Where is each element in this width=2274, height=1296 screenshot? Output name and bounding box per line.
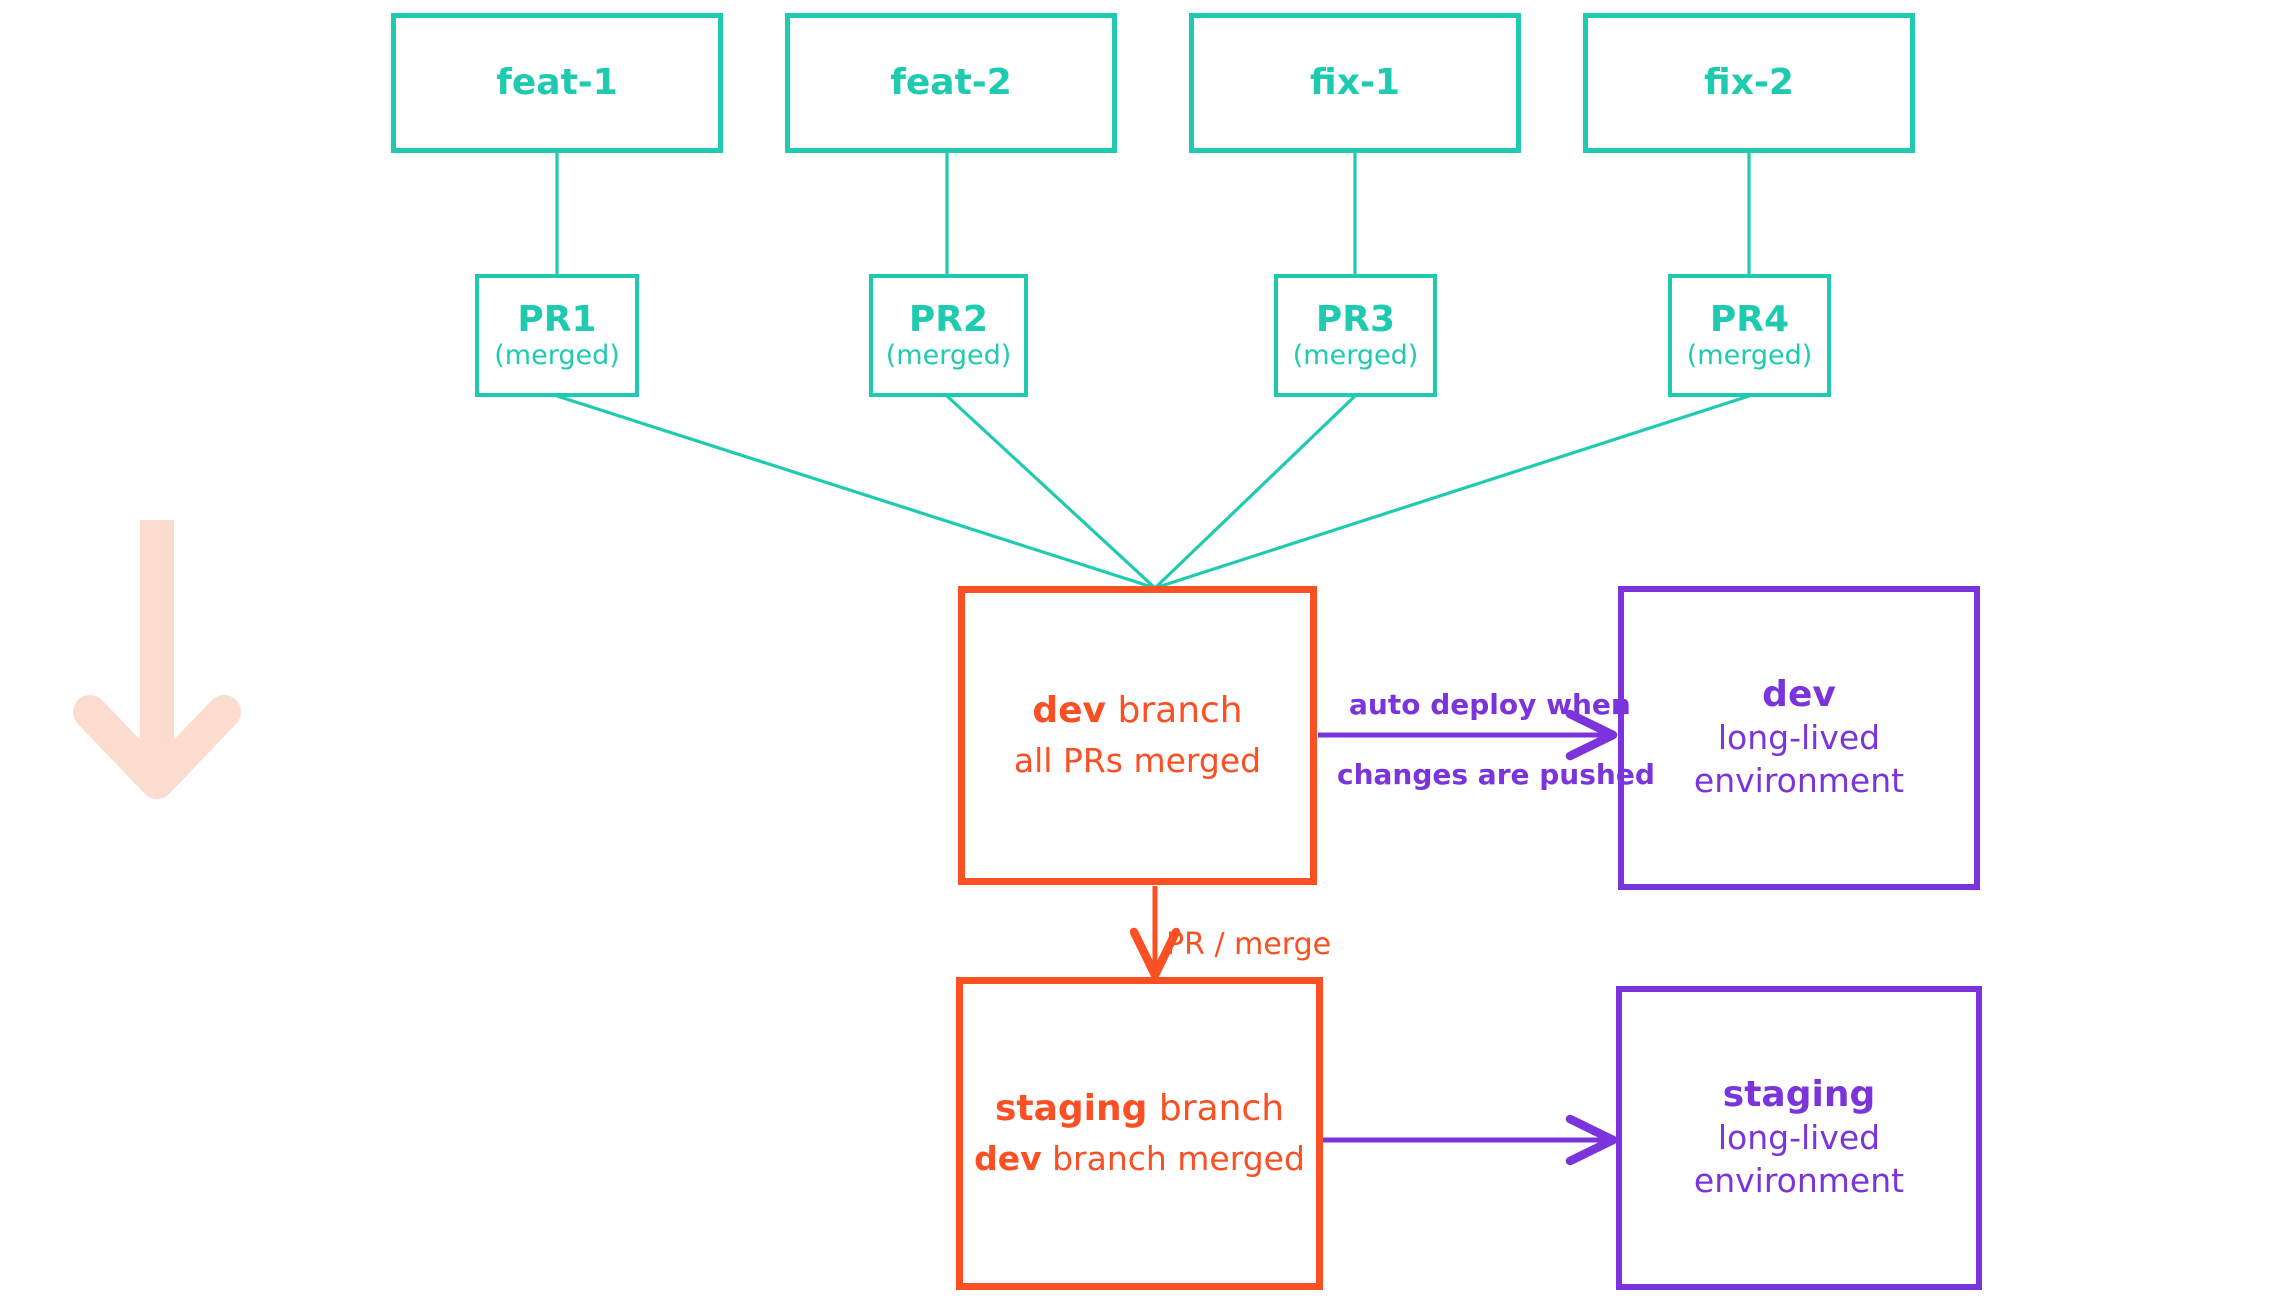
dev-branch-name: dev — [1032, 690, 1107, 732]
staging-branch-subtitle-bold: dev — [974, 1139, 1042, 1179]
pull-request-status: (merged) — [1292, 339, 1419, 371]
feature-to-pr-connectors — [555, 152, 1751, 275]
dev-branch-subtitle: all PRs merged — [1013, 741, 1262, 781]
auto-deploy-label-line1: auto deploy when — [1349, 688, 1631, 721]
staging-branch-subtitle: dev branch merged — [974, 1139, 1305, 1179]
pull-request-pr2[interactable]: PR2 (merged) — [869, 274, 1028, 397]
feature-branch-fix-2[interactable]: fix-2 — [1583, 13, 1915, 153]
staging-branch-name: staging — [994, 1088, 1148, 1130]
auto-deploy-label-line2: changes are pushed — [1337, 758, 1655, 791]
pull-request-title: PR4 — [1709, 299, 1790, 341]
pull-request-pr1[interactable]: PR1 (merged) — [475, 274, 639, 397]
dev-environment-line1: long-lived — [1717, 718, 1881, 758]
feature-branch-label: fix-1 — [1310, 62, 1400, 104]
staging-branch-node[interactable]: staging branch dev branch merged — [956, 977, 1323, 1290]
feature-branch-feat-2[interactable]: feat-2 — [785, 13, 1117, 153]
staging-environment-line2: environment — [1693, 1160, 1905, 1200]
staging-branch-name-suffix: branch — [1147, 1088, 1285, 1130]
staging-branch-title: staging branch — [995, 1087, 1284, 1131]
pull-request-status: (merged) — [1686, 339, 1813, 371]
pull-request-pr4[interactable]: PR4 (merged) — [1668, 274, 1831, 397]
pull-request-status: (merged) — [885, 339, 1012, 371]
feature-branch-label: feat-1 — [496, 62, 618, 104]
pull-request-status: (merged) — [494, 339, 620, 371]
staging-environment-line1: long-lived — [1717, 1118, 1881, 1158]
feature-branch-label: fix-2 — [1704, 62, 1794, 104]
dev-environment-line2: environment — [1693, 760, 1905, 800]
dev-environment-node[interactable]: dev long-lived environment — [1618, 586, 1980, 890]
flow-direction-arrow-icon — [73, 520, 241, 799]
pr-to-dev-connectors — [556, 394, 1750, 590]
dev-branch-title: dev branch — [1032, 689, 1242, 733]
pr-merge-label: PR / merge — [1166, 927, 1332, 962]
dev-branch-name-suffix: branch — [1106, 690, 1243, 732]
feature-branch-label: feat-2 — [890, 62, 1012, 104]
dev-branch-node[interactable]: dev branch all PRs merged — [958, 586, 1317, 885]
feature-branch-feat-1[interactable]: feat-1 — [391, 13, 723, 153]
feature-branch-fix-1[interactable]: fix-1 — [1189, 13, 1521, 153]
staging-environment-node[interactable]: staging long-lived environment — [1616, 986, 1982, 1290]
dev-environment-title: dev — [1762, 674, 1836, 716]
staging-branch-subtitle-rest: branch merged — [1041, 1139, 1305, 1179]
pull-request-pr3[interactable]: PR3 (merged) — [1274, 274, 1437, 397]
pull-request-title: PR2 — [908, 299, 989, 341]
pull-request-title: PR1 — [517, 299, 597, 341]
staging-environment-title: staging — [1722, 1074, 1876, 1116]
pull-request-title: PR3 — [1315, 299, 1396, 341]
